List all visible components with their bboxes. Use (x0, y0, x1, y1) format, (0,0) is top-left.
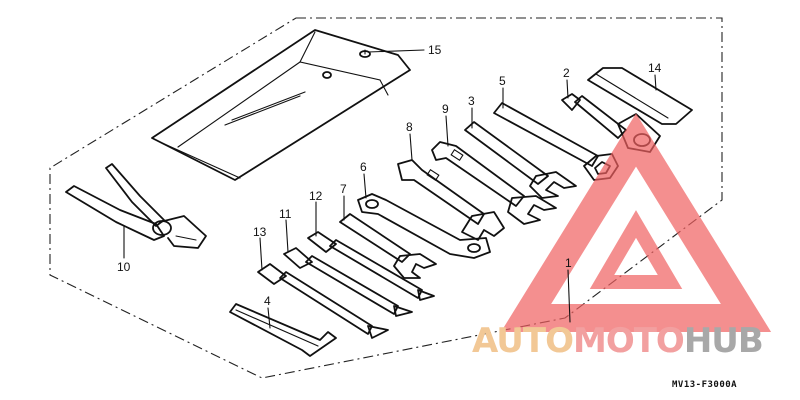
wrench-8 (397, 159, 505, 241)
callout-6: 6 (360, 160, 367, 174)
wrench-9 (431, 141, 557, 225)
watermark-logo: AUTOMOTOHUB (472, 113, 772, 361)
screwdriver-handle (283, 247, 413, 317)
callout-11: 11 (279, 207, 292, 221)
callout-3: 3 (468, 94, 475, 108)
hex-wrench (229, 303, 337, 357)
callout-10: 10 (117, 260, 131, 274)
callout-numbers: 15 14 2 5 3 9 8 6 7 12 11 13 10 4 1 (117, 43, 662, 308)
callout-4: 4 (264, 294, 271, 308)
callout-2: 2 (563, 66, 570, 80)
box-wrench (493, 102, 619, 181)
watermark-triangle-inner (589, 210, 683, 289)
open-end-wrench-7 (339, 213, 437, 279)
watermark-text: AUTOMOTOHUB (472, 321, 763, 361)
callout-14: 14 (648, 61, 662, 75)
open-end-wrench (464, 121, 577, 199)
callout-8: 8 (406, 120, 413, 134)
phillips-screwdriver (307, 231, 435, 301)
callout-1: 1 (565, 256, 572, 270)
callout-9: 9 (442, 102, 449, 116)
callout-5: 5 (499, 74, 506, 88)
flat-screwdriver (257, 263, 389, 339)
tool-bag (151, 29, 411, 181)
callout-13: 13 (253, 225, 267, 239)
offset-wrench (357, 193, 491, 259)
callout-12: 12 (309, 189, 323, 203)
callout-leaders (123, 49, 657, 329)
watermark-triangle-outer (500, 113, 772, 332)
callout-7: 7 (340, 182, 347, 196)
grip-rubber (587, 67, 693, 125)
pliers (65, 163, 207, 249)
callout-15: 15 (428, 43, 442, 57)
figure-code: MV13-F3000A (672, 380, 737, 390)
